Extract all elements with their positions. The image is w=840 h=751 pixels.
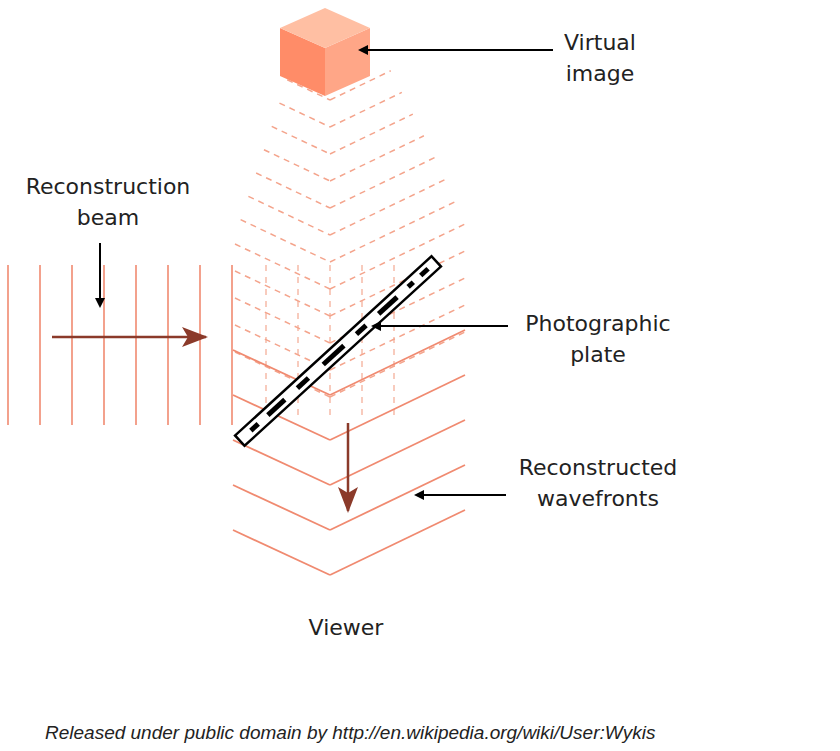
photographic-plate: [235, 256, 441, 446]
wavefront-line: [39, 265, 41, 425]
wavefront-line: [330, 136, 424, 181]
wavefront-line: [265, 265, 266, 420]
wavefront-line: [233, 485, 330, 530]
reconstructed-wavefronts: [233, 330, 465, 575]
wavefront-line: [235, 271, 330, 316]
beam-direction-arrow: [52, 336, 206, 339]
wavefront-line: [7, 265, 9, 425]
wavefronts-label: Reconstructed wavefronts: [493, 452, 703, 514]
wave-direction-arrow: [347, 423, 350, 511]
wavefront-line: [71, 265, 73, 425]
wavefront-line: [235, 244, 330, 289]
wavefront-line: [330, 179, 446, 235]
wavefront-line: [330, 92, 402, 127]
viewer-label: Viewer: [276, 612, 416, 643]
beam-label: Reconstruction beam: [3, 171, 213, 233]
wavefront-line: [235, 298, 330, 343]
virtual-image-cube: [280, 8, 370, 96]
virtual-image-label: Virtual image: [540, 27, 660, 89]
wavefront-line: [330, 201, 457, 262]
plate-label: Photographic plate: [498, 308, 698, 370]
wavefront-line: [330, 224, 465, 289]
wavefront-line: [272, 126, 330, 154]
wavefront-line: [241, 220, 330, 262]
wavefront-line: [231, 265, 233, 425]
wavefront-line: [330, 114, 413, 154]
wavefront-line: [330, 157, 435, 208]
credit-note: Released under public domain by http://e…: [45, 717, 655, 748]
wavefront-line: [361, 265, 362, 420]
wavefront-line: [279, 103, 330, 127]
wavefront-line: [199, 265, 201, 425]
wavefront-line: [256, 173, 330, 208]
wavefront-line: [167, 265, 169, 425]
wavefront-line: [233, 530, 330, 575]
wavefront-line: [135, 265, 137, 425]
leader-lines: [100, 50, 553, 495]
wavefront-line: [103, 265, 105, 425]
wavefront-line: [330, 510, 465, 575]
wavefront-line: [264, 150, 330, 181]
wavefront-line: [233, 440, 330, 485]
